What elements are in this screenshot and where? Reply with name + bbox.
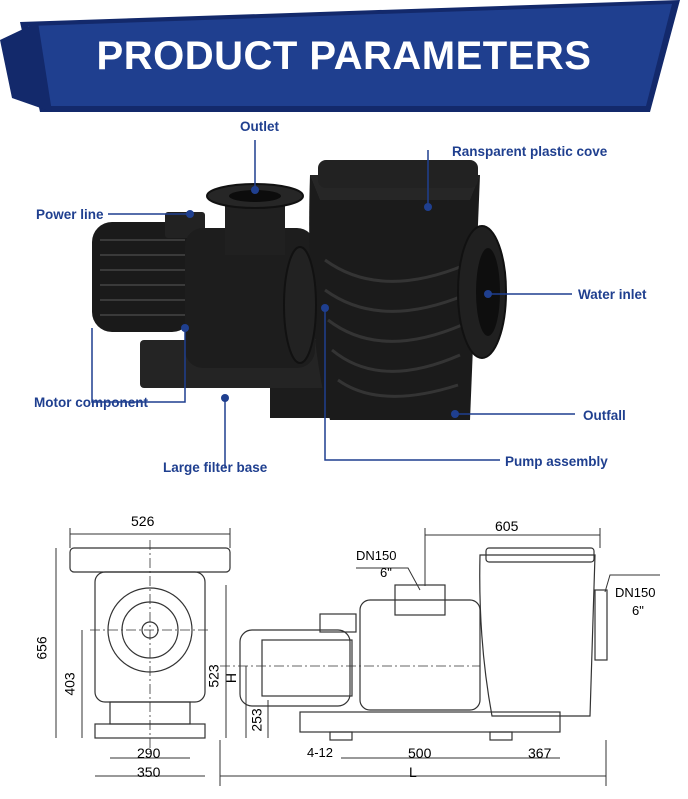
dim-side-h-label: H xyxy=(223,672,240,684)
dim-front-base-inner: 290 xyxy=(137,745,161,761)
dim-side-base-height: 253 xyxy=(248,708,265,732)
title-banner xyxy=(0,0,680,112)
dimension-drawing xyxy=(55,528,660,786)
dim-inlet-inch: 6" xyxy=(632,603,644,618)
dim-front-height: 656 xyxy=(33,636,50,660)
dim-front-base-outer: 350 xyxy=(137,764,161,780)
callout-water-inlet: Water inlet xyxy=(578,287,647,302)
dim-side-height: 523 xyxy=(205,664,222,688)
callout-outlet: Outlet xyxy=(240,119,279,134)
dim-side-top-width: 605 xyxy=(495,518,519,534)
dim-base-spacing: 500 xyxy=(408,745,432,761)
callout-outfall: Outfall xyxy=(583,408,626,423)
dim-holes: 4-12 xyxy=(307,745,334,760)
dim-total-length: L xyxy=(409,764,417,780)
dim-outlet-inch: 6" xyxy=(380,565,392,580)
callout-motor-component: Motor component xyxy=(34,395,148,410)
callout-pump-assembly: Pump assembly xyxy=(505,454,608,469)
dim-base-right: 367 xyxy=(528,745,552,761)
dim-outlet-dn: DN150 xyxy=(356,548,397,563)
dim-front-width: 526 xyxy=(131,513,155,529)
callout-transparent-cover: Ransparent plastic cove xyxy=(452,144,608,159)
callout-large-filter-base: Large filter base xyxy=(163,460,268,475)
dim-inlet-dn: DN150 xyxy=(615,585,656,600)
callout-power-line: Power line xyxy=(36,207,104,222)
pump-illustration xyxy=(91,140,575,468)
page-title: PRODUCT PARAMETERS xyxy=(96,34,592,78)
dim-front-center-height: 403 xyxy=(61,672,78,696)
